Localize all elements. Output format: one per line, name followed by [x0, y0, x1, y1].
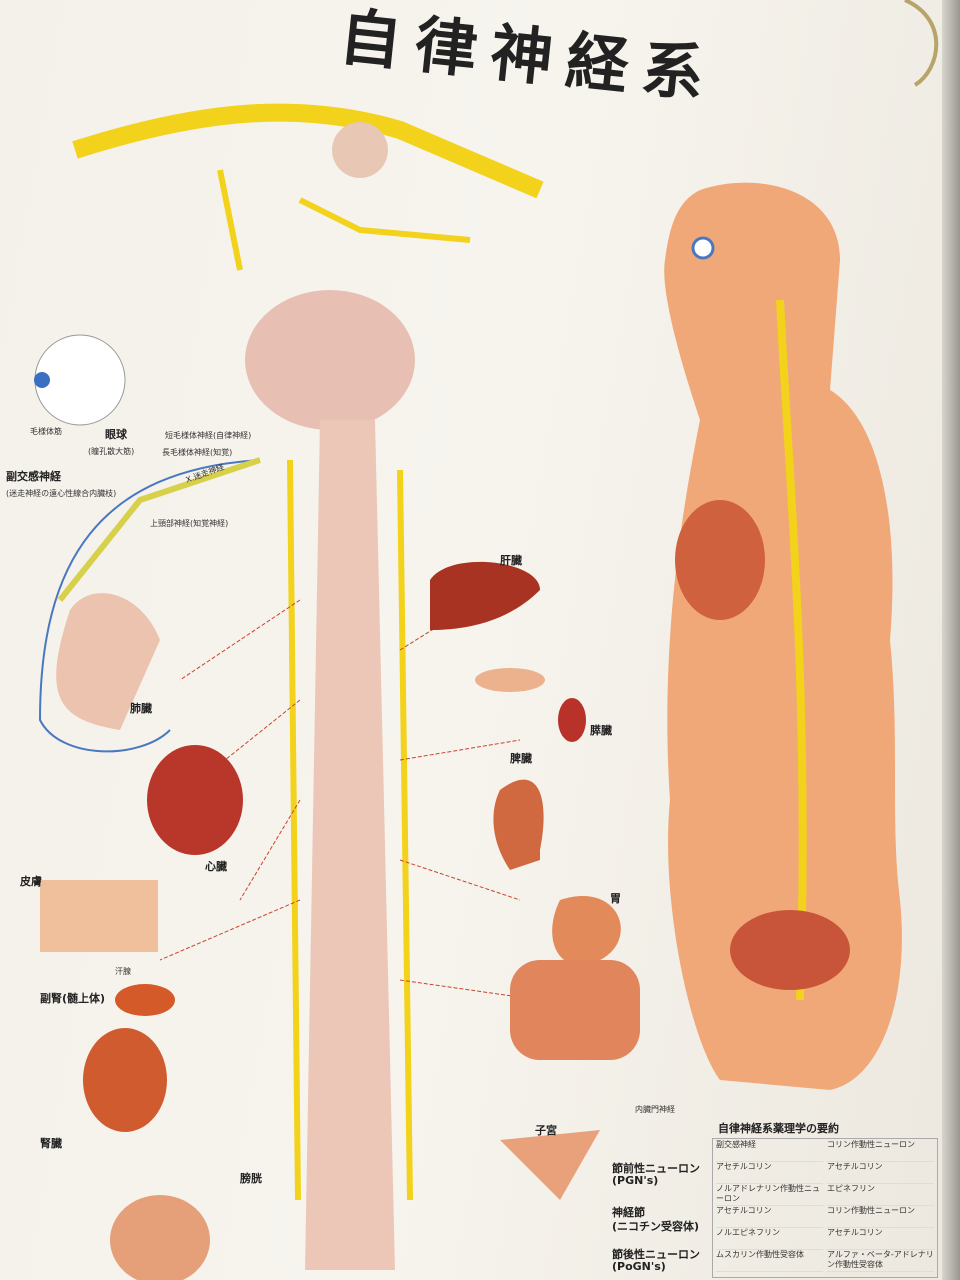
label-lung: 肺臓 [130, 702, 152, 715]
summary-title: 自律神経系薬理学の要約 [718, 1122, 839, 1135]
uterus [500, 1130, 600, 1200]
sympathetic-trunk-left [287, 459, 301, 1201]
label-pancreas: 膵臓 [590, 724, 612, 737]
human-body [664, 182, 902, 1090]
label-stomach: 胃 [610, 892, 621, 905]
label-bladder: 膀胱 [240, 1172, 262, 1185]
summary-row-sub: (ニコチン受容体) [612, 1220, 700, 1233]
label-spleen: 脾臓 [510, 752, 532, 765]
summary-cell: アセチルコリン [827, 1162, 934, 1184]
sympathetic-trunk-right [397, 469, 413, 1201]
vagus-trunk [57, 457, 261, 602]
summary-table: 副交感神経 コリン作動性ニューロン アセチルコリン アセチルコリン ノルアドレナ… [712, 1138, 938, 1278]
vagus-nerve [38, 459, 261, 753]
label-long-ciliary: 長毛様体神経(知覚) [162, 448, 233, 457]
stomach [552, 895, 621, 966]
spinal-cord-section [332, 122, 388, 178]
label-skin: 皮膚 [20, 875, 42, 888]
summary-cell: ノルエピネフリン [716, 1228, 823, 1250]
body-heart [675, 500, 765, 620]
label-parasympathetic-sub: (迷走神経の遠心性線合内臓枝) [6, 489, 117, 498]
summary-cell: アルファ・ベータ-アドレナリン作動性受容体 [827, 1250, 934, 1272]
summary-cell: アセチルコリン [716, 1206, 823, 1228]
body-eye [691, 236, 715, 260]
summary-cell: 副交感神経 [716, 1140, 823, 1162]
label-eyeball: 眼球 [105, 428, 127, 441]
spleen [558, 698, 586, 742]
label-short-ciliary: 短毛様体神経(自律神経) [165, 431, 252, 440]
summary-row-label: 節後性ニューロン [612, 1248, 700, 1261]
summary-row-sub: (PGN's) [612, 1174, 659, 1187]
pancreas [475, 668, 545, 692]
label-uterus: 子宮 [535, 1124, 557, 1137]
label-adrenal: 副腎(髄上体) [40, 992, 106, 1005]
summary-cell: ムスカリン作動性受容体 [716, 1250, 823, 1272]
nerve-branches [217, 169, 471, 271]
body-pelvis [730, 910, 850, 990]
label-parasympathetic: 副交感神経 [6, 470, 61, 483]
lung [56, 593, 160, 730]
skin [40, 880, 158, 952]
spinal-nerve-top [72, 103, 544, 199]
binder-ring-icon [904, 0, 939, 87]
bladder [110, 1195, 210, 1280]
label-liver: 肝臓 [500, 554, 522, 567]
colon-segment [493, 779, 544, 870]
summary-cell: アセチルコリン [716, 1162, 823, 1184]
kidney [83, 1028, 167, 1132]
label-kidney: 腎臓 [40, 1137, 62, 1150]
summary-cell: コリン作動性ニューロン [827, 1140, 934, 1162]
liver [430, 561, 540, 630]
summary-cell: コリン作動性ニューロン [827, 1206, 934, 1228]
poster-frame-edge [942, 0, 960, 1280]
label-sweat-gland: 汗腺 [115, 967, 131, 976]
label-ciliary: 毛様体筋 [30, 427, 62, 436]
summary-cell: アセチルコリン [827, 1228, 934, 1250]
label-pupil: (瞳孔散大筋) [88, 447, 135, 456]
spinal-cord [305, 420, 395, 1270]
brain [245, 290, 415, 430]
label-heart: 心臓 [205, 860, 227, 873]
intestines [510, 960, 640, 1060]
summary-row-label: 節前性ニューロン [612, 1162, 700, 1175]
iris [34, 372, 50, 388]
adrenal-gland [115, 984, 175, 1016]
summary-row-sub: (PoGN's) [612, 1260, 666, 1273]
label-superior-cervical: 上頸部神経(知覚神経) [150, 519, 229, 528]
summary-row-label: 神経節 [612, 1206, 645, 1219]
summary-cell: ノルアドレナリン作動性ニューロン [716, 1184, 823, 1206]
body-spinal-nerves [776, 299, 807, 1001]
summary-cell: エピネフリン [827, 1184, 934, 1206]
label-portal: 内臓門神経 [635, 1105, 675, 1114]
heart [147, 745, 243, 855]
